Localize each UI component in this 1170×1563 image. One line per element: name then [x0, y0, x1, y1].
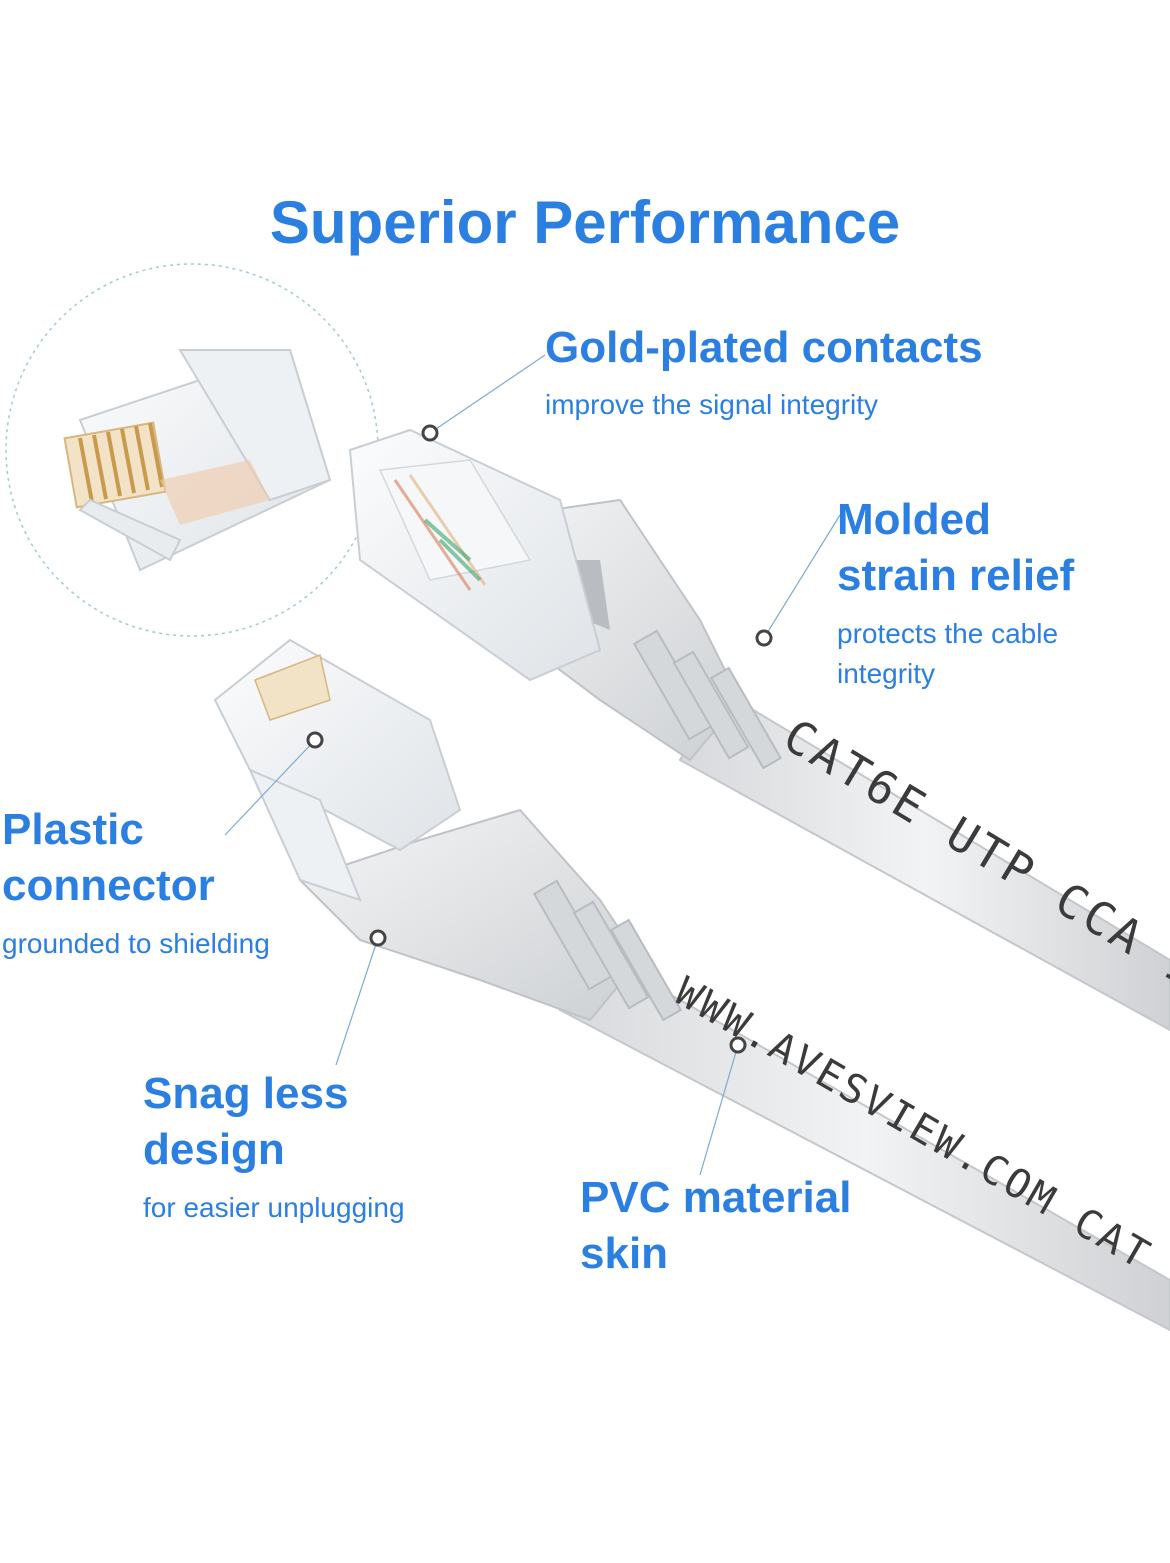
strain-relief-heading-line2: strain relief: [837, 551, 1075, 600]
inset-zoom-circle: [5, 263, 379, 637]
plastic-connector-heading-line1: Plastic: [2, 805, 144, 854]
snag-less-heading-line2: design: [143, 1125, 285, 1174]
gold-contacts-heading: Gold-plated contacts: [545, 323, 983, 372]
upper-rj45-connector: [348, 428, 602, 682]
cable-print-upper: CAT6E UTP CCA 1: [774, 708, 1170, 999]
pvc-skin-heading-line1: PVC material: [580, 1173, 852, 1222]
strain-relief-heading-line1: Molded: [837, 495, 991, 544]
plastic-connector-description: grounded to shielding: [2, 928, 270, 959]
cable-print-lower: WWW.AVESVIEW.COM CAT: [667, 969, 1159, 1280]
pvc-skin-heading-line2: skin: [580, 1229, 669, 1278]
inset-gold-pins: [63, 421, 167, 509]
page-title: Superior Performance: [269, 189, 901, 256]
strain-relief-description-line2: integrity: [837, 658, 936, 689]
lower-rj45-connector: [213, 638, 462, 902]
strain-relief-description-line1: protects the cable: [837, 618, 1059, 649]
callout-markers: [306, 424, 773, 1054]
lower-strain-relief: [298, 808, 683, 1022]
gold-contacts-description: improve the signal integrity: [545, 389, 879, 420]
plastic-connector-heading-line2: connector: [2, 861, 215, 910]
snag-less-description: for easier unplugging: [143, 1192, 405, 1223]
leader-lines: [224, 354, 841, 1176]
snag-less-heading-line1: Snag less: [143, 1069, 349, 1118]
